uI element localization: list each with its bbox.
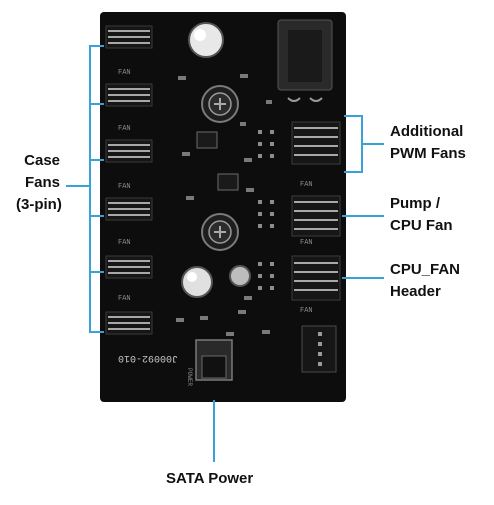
smd-components: [176, 74, 272, 336]
header-silk: FAN: [118, 125, 131, 133]
case-fans-tick: [90, 103, 104, 273]
header-silk: FAN: [300, 239, 313, 247]
inductors: [201, 85, 239, 251]
capacitors: [181, 22, 251, 298]
capacitor-bottom-right: [229, 265, 251, 287]
header-silk: FAN: [300, 307, 313, 315]
right-fan-headers: [291, 121, 341, 301]
part-number: J00092-010: [118, 352, 178, 363]
additional-pwm-text: Additional PWM Fans: [390, 123, 466, 162]
header-silk: FAN: [118, 69, 131, 77]
pin-columns: [258, 130, 274, 290]
header-silk: FAN: [118, 295, 131, 303]
case-fans-text: Case Fans (3-pin): [16, 152, 62, 213]
pump-cpu-fan-text: Pump / CPU Fan: [390, 195, 453, 234]
left-fan-headers: [105, 25, 153, 335]
header-silk: FAN: [118, 183, 131, 191]
cpu-fan-header-text: CPU_FAN Header: [390, 261, 461, 300]
pcb-board: [100, 12, 346, 402]
capacitor-bottom-left: [181, 266, 213, 298]
case-fans-label: Case Fans (3-pin): [16, 150, 62, 216]
capacitor-top: [188, 22, 224, 58]
fan-header: [105, 197, 153, 221]
ic-chip: [217, 173, 239, 191]
additional-pwm-label: Additional PWM Fans: [390, 121, 466, 165]
sata-power-text: SATA Power: [166, 470, 254, 487]
cpu-fan-header-label: CPU_FAN Header: [390, 259, 460, 303]
sata-power-label: SATA Power: [166, 468, 253, 490]
header-silk-labels: FAN FAN FAN FAN FAN FAN FAN FAN: [118, 69, 313, 315]
pump-cpu-fan-label: Pump / CPU Fan: [390, 193, 453, 237]
header-silk: FAN: [300, 181, 313, 189]
fan-header: [291, 195, 341, 237]
fan-header: [105, 139, 153, 163]
fan-header: [105, 25, 153, 49]
ic-chips: [196, 131, 239, 191]
power-silk: POWER: [186, 368, 193, 386]
fan-header: [291, 255, 341, 301]
sata-power-connector: POWER: [186, 339, 233, 386]
fan-header: [105, 83, 153, 107]
ic-chip: [196, 131, 218, 149]
header-silk: FAN: [118, 239, 131, 247]
case-fans-bracket: [89, 45, 104, 333]
callout-lines: [66, 45, 384, 462]
pwm-bracket: [344, 115, 363, 173]
fan-header: [291, 121, 341, 165]
fan-header: [105, 255, 153, 279]
fan-header: [105, 311, 153, 335]
